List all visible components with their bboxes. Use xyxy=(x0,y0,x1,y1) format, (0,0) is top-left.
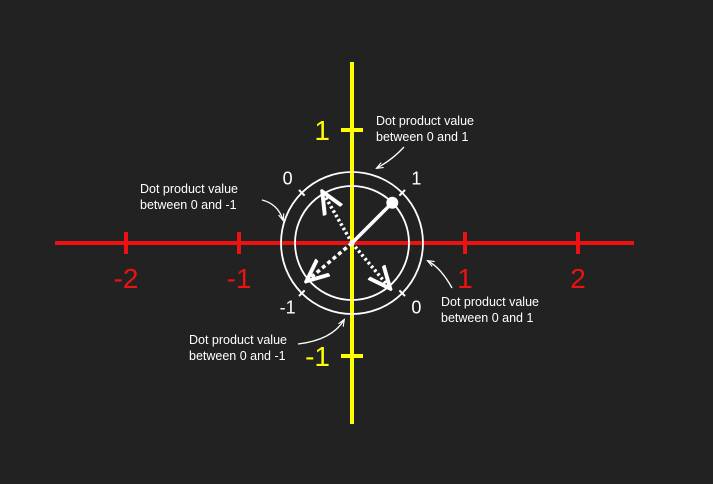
x-tick-label: -1 xyxy=(227,263,252,294)
vector-lower-right xyxy=(350,241,389,287)
dot-marker-label: 0 xyxy=(411,297,421,317)
x-axis-ticks: -2 -1 1 2 xyxy=(114,232,586,294)
y-axis-ticks: 1 -1 xyxy=(305,115,363,372)
x-tick-label: 1 xyxy=(457,263,473,294)
dot-marker-tick xyxy=(398,189,406,197)
dot-marker-label: 0 xyxy=(283,169,293,189)
annotations: Dot product value between 0 and 1 Dot pr… xyxy=(140,114,542,363)
leader-top-right xyxy=(377,146,405,168)
outer-circle xyxy=(280,171,424,315)
annotation-lower-right: Dot product value between 0 and 1 xyxy=(441,295,542,325)
dot-marker-tick xyxy=(398,289,406,297)
leader-upper-left xyxy=(261,199,283,220)
reference-vector xyxy=(350,201,394,245)
dot-marker-label: -1 xyxy=(280,297,296,317)
vector-upper-left xyxy=(324,194,354,244)
y-tick-label: -1 xyxy=(305,341,330,372)
annotation-bottom-left: Dot product value between 0 and -1 xyxy=(189,333,290,363)
inner-circle xyxy=(294,185,410,301)
dot-marker-label: 1 xyxy=(411,169,421,189)
dot-marker-tick xyxy=(298,189,306,197)
dot-product-markers: 0 1 -1 0 xyxy=(280,169,422,318)
y-tick-label: 1 xyxy=(314,115,330,146)
annotation-upper-left: Dot product value between 0 and -1 xyxy=(140,182,241,212)
annotation-top-right: Dot product value between 0 and 1 xyxy=(376,114,477,144)
vectors xyxy=(308,194,399,287)
vector-lower-left xyxy=(308,241,354,280)
reference-vector-head xyxy=(386,196,399,209)
x-tick-label: 2 xyxy=(570,263,586,294)
leader-lower-right xyxy=(428,261,453,289)
annotation-leaders xyxy=(261,146,453,345)
leader-bottom-left xyxy=(297,320,344,345)
dot-marker-tick xyxy=(298,289,306,297)
x-tick-label: -2 xyxy=(114,263,139,294)
